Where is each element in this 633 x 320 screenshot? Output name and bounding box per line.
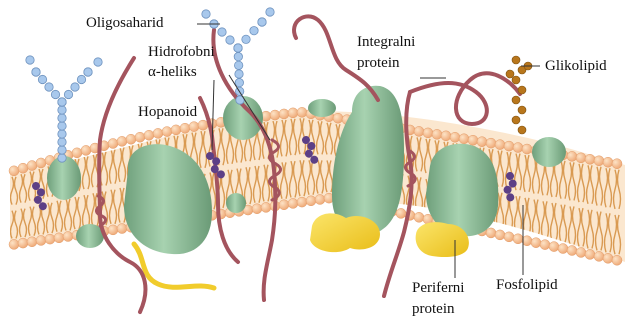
protein-bottom-small: [226, 193, 246, 213]
label-periferni-line2: protein: [412, 301, 455, 318]
label-glikolipid: Glikolipid: [545, 58, 607, 75]
label-oligosaharid: Oligosaharid: [86, 15, 163, 32]
label-periferni-line1: Periferni: [412, 280, 464, 297]
label-integralni-line2: protein: [357, 55, 400, 72]
label-hidrofobni-line1: Hidrofobni: [148, 44, 215, 61]
small-protein-left: [47, 156, 81, 200]
label-fosfolipid: Fosfolipid: [496, 277, 558, 294]
integral-protein: [332, 86, 404, 235]
helix-loop-right: [410, 73, 520, 124]
label-integralni-line1: Integralni: [357, 34, 415, 51]
peripheral-protein-shape: [310, 213, 380, 252]
small-protein-right: [532, 137, 566, 167]
label-hopanoid: Hopanoid: [138, 104, 197, 121]
label-hidrofobni-line2: α-heliks: [148, 64, 197, 81]
protein-top-small: [308, 99, 336, 117]
